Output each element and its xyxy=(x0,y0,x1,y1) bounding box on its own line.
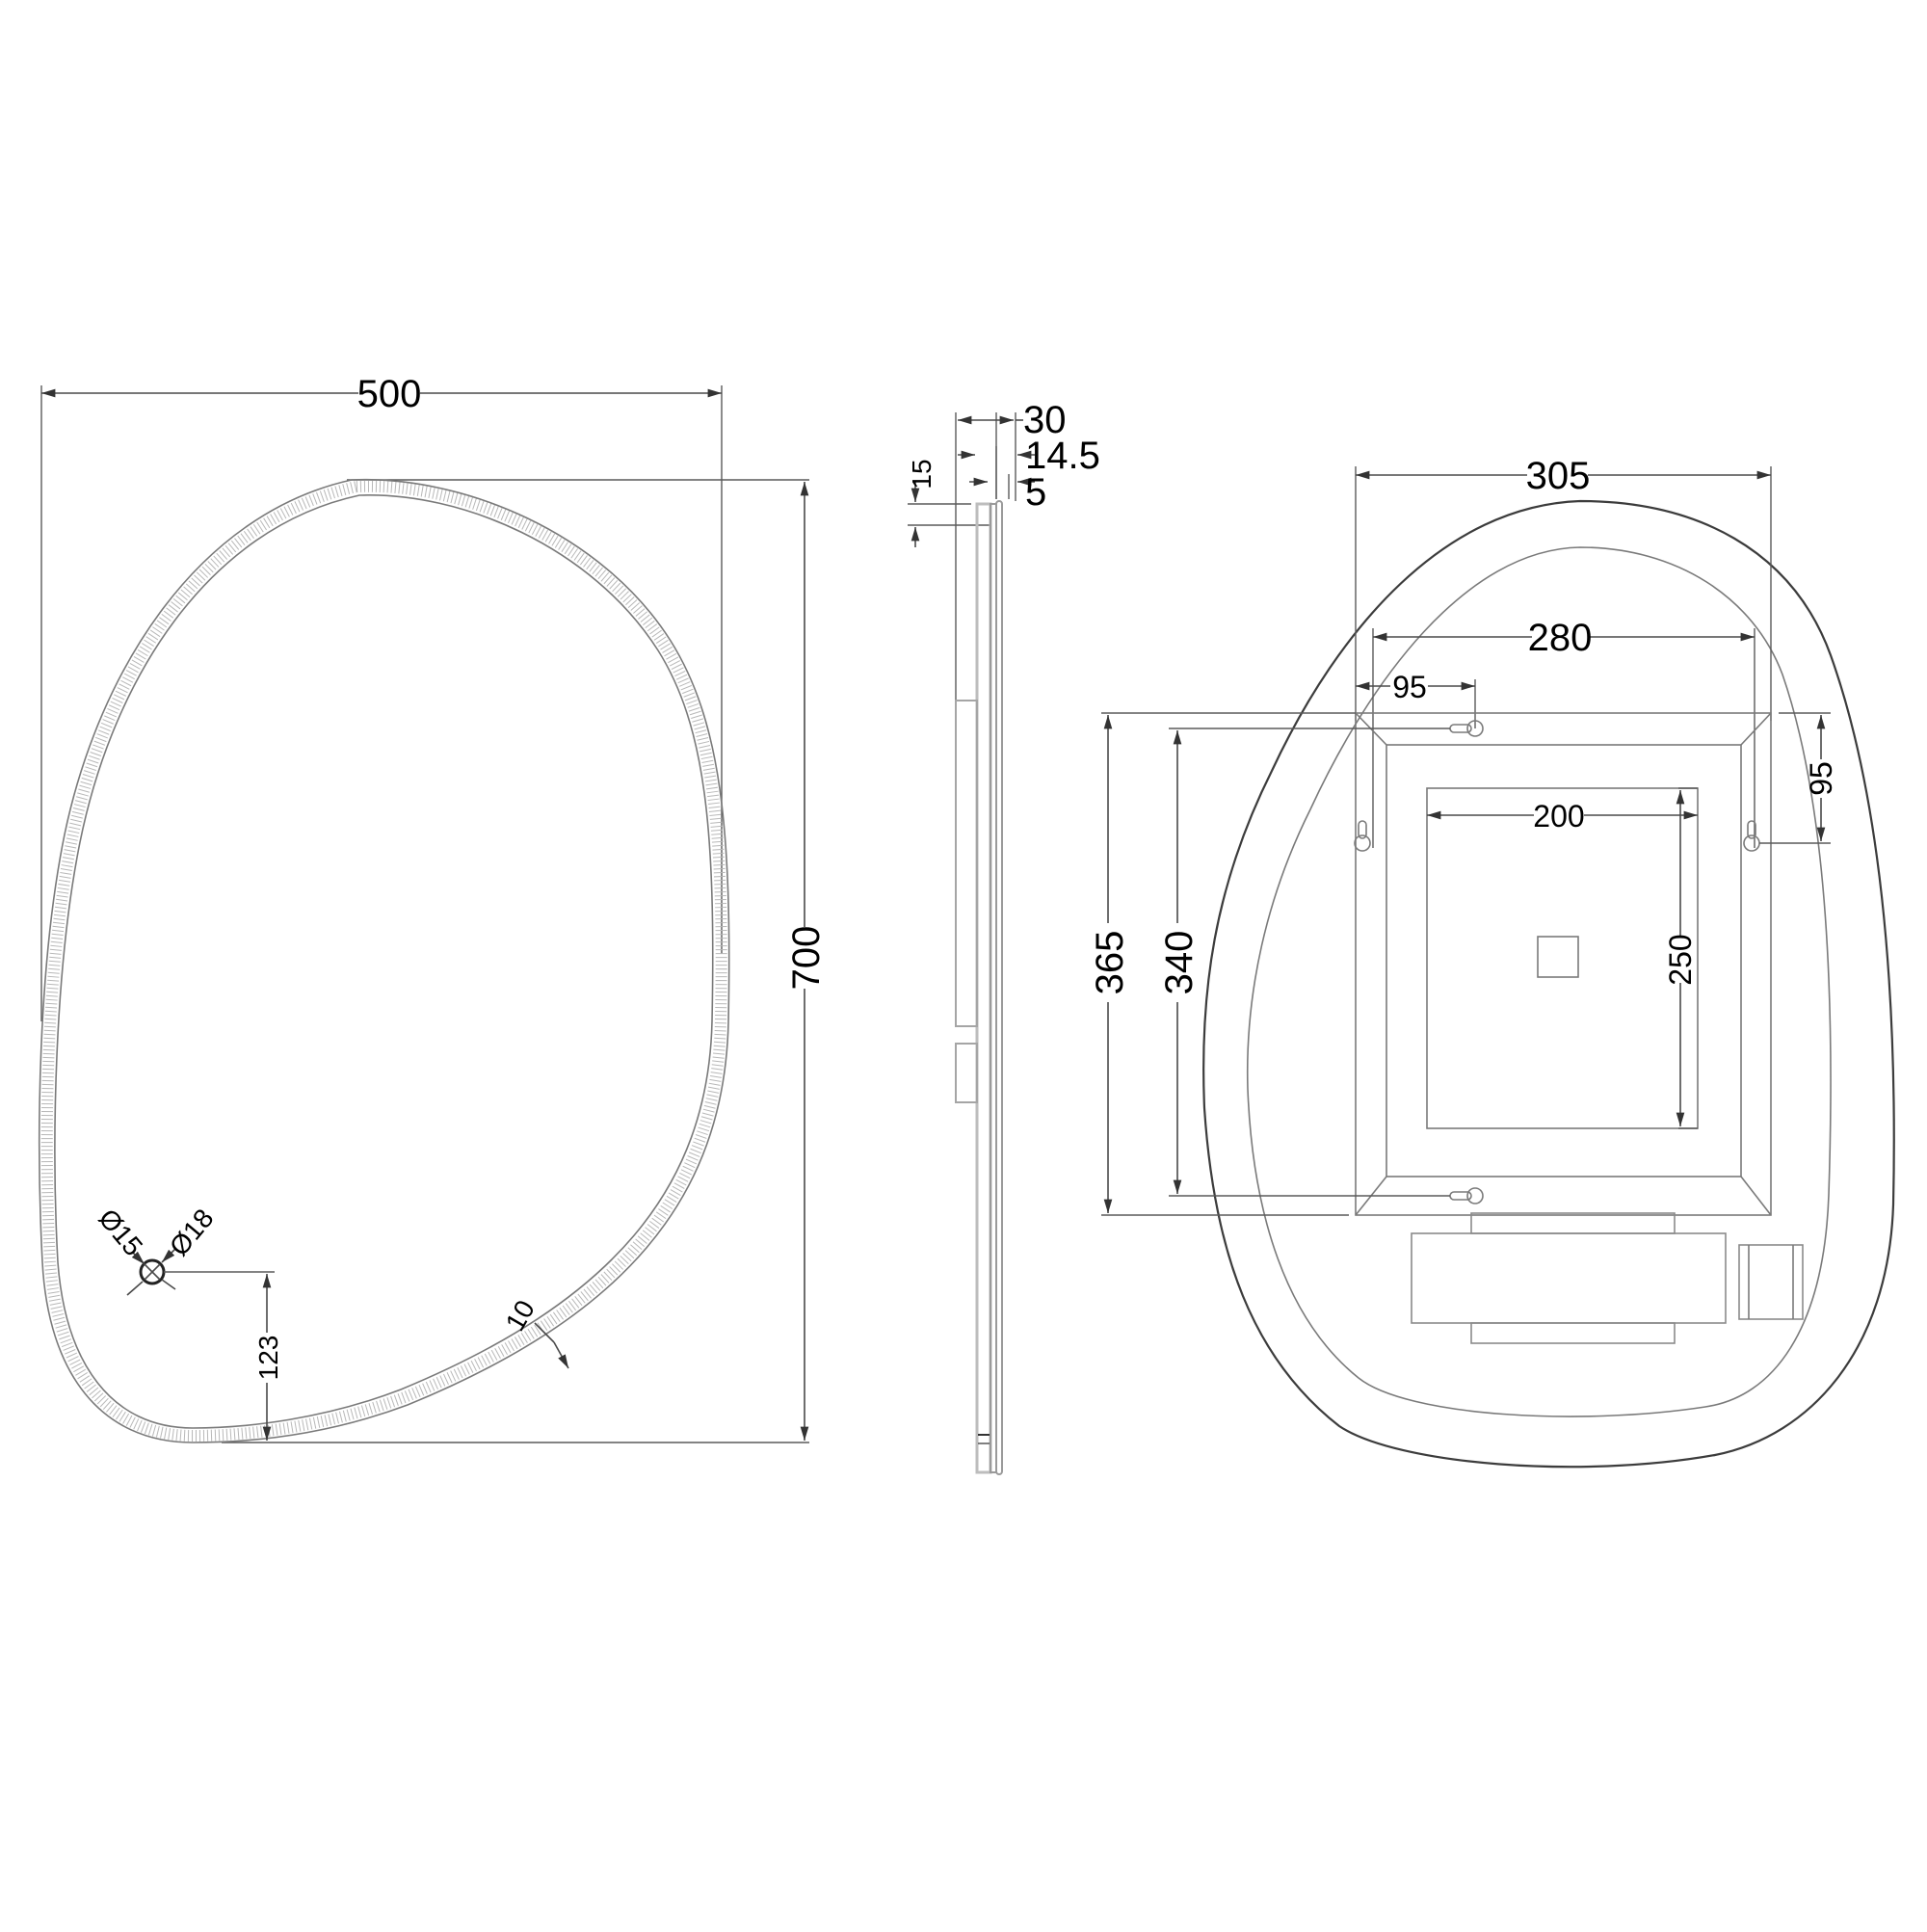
width-label: 500 xyxy=(357,373,422,415)
mirror-outer-edge xyxy=(38,478,730,1443)
side-profile: 30 14.5 5 15 xyxy=(907,399,1100,1475)
depth-30-label: 30 xyxy=(1023,399,1067,441)
dimension-width-500: 500 xyxy=(41,373,722,415)
hanger-span-label: 280 xyxy=(1528,617,1593,659)
bracket-height-label: 365 xyxy=(1089,931,1131,995)
dimension-hole-offset-123: 123 xyxy=(253,1274,283,1441)
panel-width-label: 200 xyxy=(1533,799,1584,834)
driver-cover-top xyxy=(1470,1212,1676,1234)
hole-offset-label: 123 xyxy=(253,1336,283,1381)
dimension-panel-height-250: 250 xyxy=(1663,787,1698,1129)
driver-box xyxy=(1411,1232,1727,1324)
driver-cover-bottom xyxy=(1470,1322,1676,1344)
dimension-hanger-offset-x-95: 95 xyxy=(1356,670,1475,704)
hanger-offset-y-label: 95 xyxy=(1804,761,1838,796)
hole-inner-dia-label: Ø15 xyxy=(92,1204,148,1261)
keyhole-right-icon xyxy=(1743,820,1760,852)
keyhole-left-icon xyxy=(1354,820,1371,852)
dimension-hanger-offset-y-95: 95 xyxy=(1804,715,1838,841)
back-inner-edge xyxy=(1246,546,1832,1417)
profile-bracket xyxy=(955,700,978,1027)
dimension-height-700: 700 xyxy=(785,482,828,1441)
dimension-bracket-height-365: 365 xyxy=(1089,715,1131,1213)
panel-height-label: 250 xyxy=(1663,934,1698,985)
back-panel xyxy=(1426,787,1699,1129)
back-outer-edge xyxy=(1202,499,1895,1469)
dimension-glass-5: 5 xyxy=(969,471,1046,514)
front-view: 500 700 10 Ø15 Ø18 xyxy=(38,373,828,1443)
hanger-offset-x-label: 95 xyxy=(1392,670,1427,704)
dimension-hanger-vertical-340: 340 xyxy=(1158,730,1201,1194)
dimension-bracket-width-305: 305 xyxy=(1356,455,1771,497)
wall-bracket-outer xyxy=(1355,712,1772,1216)
profile-mirror xyxy=(995,500,1003,1475)
keyhole-bottom-icon xyxy=(1449,1187,1484,1204)
dimension-hanger-span-280: 280 xyxy=(1373,617,1755,659)
top-offset-label: 15 xyxy=(907,459,937,489)
dimension-depth-14-5: 14.5 xyxy=(958,435,1100,477)
dimension-panel-width-200: 200 xyxy=(1427,799,1698,834)
sensor-square xyxy=(1537,936,1579,978)
keyhole-top-icon xyxy=(1449,720,1484,737)
profile-driver-box xyxy=(955,1043,978,1103)
bracket-width-label: 305 xyxy=(1526,455,1591,497)
dimension-depth-30: 30 xyxy=(958,399,1067,441)
height-label: 700 xyxy=(785,926,828,991)
depth-14-5-label: 14.5 xyxy=(1025,435,1100,477)
glass-5-label: 5 xyxy=(1025,471,1046,514)
connector-box xyxy=(1738,1244,1804,1320)
switch-hole: Ø15 Ø18 xyxy=(92,1204,275,1296)
profile-frame xyxy=(975,502,992,1474)
mirror-inner-edge xyxy=(54,494,714,1429)
band-width-label: 10 xyxy=(500,1295,541,1336)
back-view: 305 280 95 xyxy=(1089,455,1895,1469)
wall-bracket-inner xyxy=(1386,744,1742,1178)
dimension-top-offset-15: 15 xyxy=(907,459,937,547)
hanger-vertical-label: 340 xyxy=(1158,931,1201,995)
